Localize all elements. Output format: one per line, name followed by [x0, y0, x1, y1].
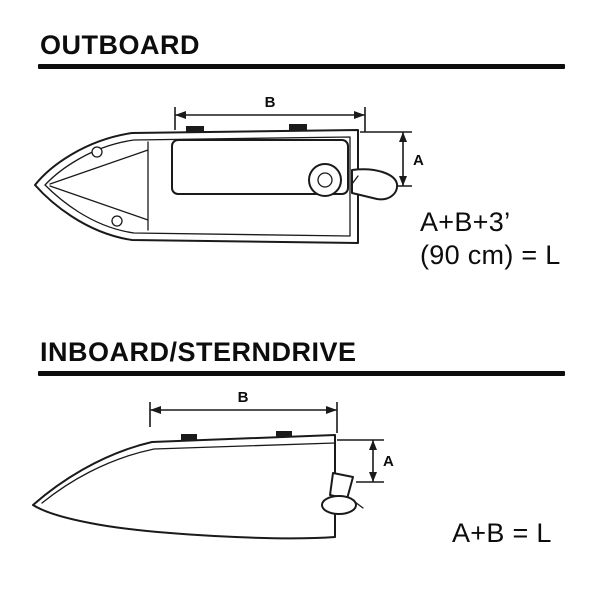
inboard-dim-a-label: A [383, 453, 394, 470]
inboard-section-heading: INBOARD/STERNDRIVE [40, 337, 357, 367]
cleat-aft [289, 124, 307, 131]
sterndrive-prop [354, 501, 364, 509]
arrowhead-down [369, 472, 377, 482]
inboard-hull-side-view [32, 431, 364, 540]
outboard-dim-b-label: B [265, 94, 276, 111]
cockpit-opening [171, 139, 349, 195]
inboard-dim-b: B [149, 389, 338, 433]
sterndrive-gearcase [321, 495, 357, 515]
inboard-boat-diagram: B A [32, 389, 394, 540]
arrowhead-down [399, 176, 407, 186]
outboard-boat-diagram: B A [34, 94, 424, 244]
cleat-forward [181, 434, 197, 440]
motor-cowl [351, 168, 399, 201]
bow-deck-lines [49, 141, 149, 231]
inboard-dim-a: A [337, 439, 394, 483]
arrowhead-up [399, 132, 407, 142]
arrowhead-left [150, 406, 161, 414]
cleat-forward [186, 126, 204, 133]
arrowhead-right [326, 406, 337, 414]
arrowhead-right [354, 111, 365, 119]
outboard-dim-a-label: A [413, 152, 424, 169]
outboard-heading-rule [38, 64, 565, 69]
arrowhead-up [369, 440, 377, 450]
inboard-heading-rule [38, 371, 565, 376]
outboard-formula-line1: A+B+3’ [420, 207, 511, 237]
outboard-section-heading: OUTBOARD [40, 30, 200, 60]
outboard-dim-a: A [360, 131, 424, 187]
inboard-dim-b-label: B [238, 389, 249, 406]
outboard-motor [308, 163, 399, 201]
motor-bracket [351, 175, 359, 185]
hull-outline [32, 434, 336, 540]
arrowhead-left [175, 111, 186, 119]
motor-mount-hub [317, 172, 333, 188]
outboard-dim-b: B [174, 94, 366, 132]
cleat-aft [276, 431, 292, 437]
outboard-hull-top-view [34, 124, 399, 244]
bow-fitting-top [91, 146, 103, 158]
outboard-formula-line2: (90 cm) = L [420, 240, 561, 270]
bow-fitting-bottom [111, 215, 123, 227]
sterndrive-unit [321, 472, 364, 515]
motor-mount-ring [308, 163, 342, 197]
rub-rail-line [41, 442, 336, 504]
hull-inner-gunwale [44, 136, 351, 237]
inboard-formula-line1: A+B = L [452, 518, 552, 548]
